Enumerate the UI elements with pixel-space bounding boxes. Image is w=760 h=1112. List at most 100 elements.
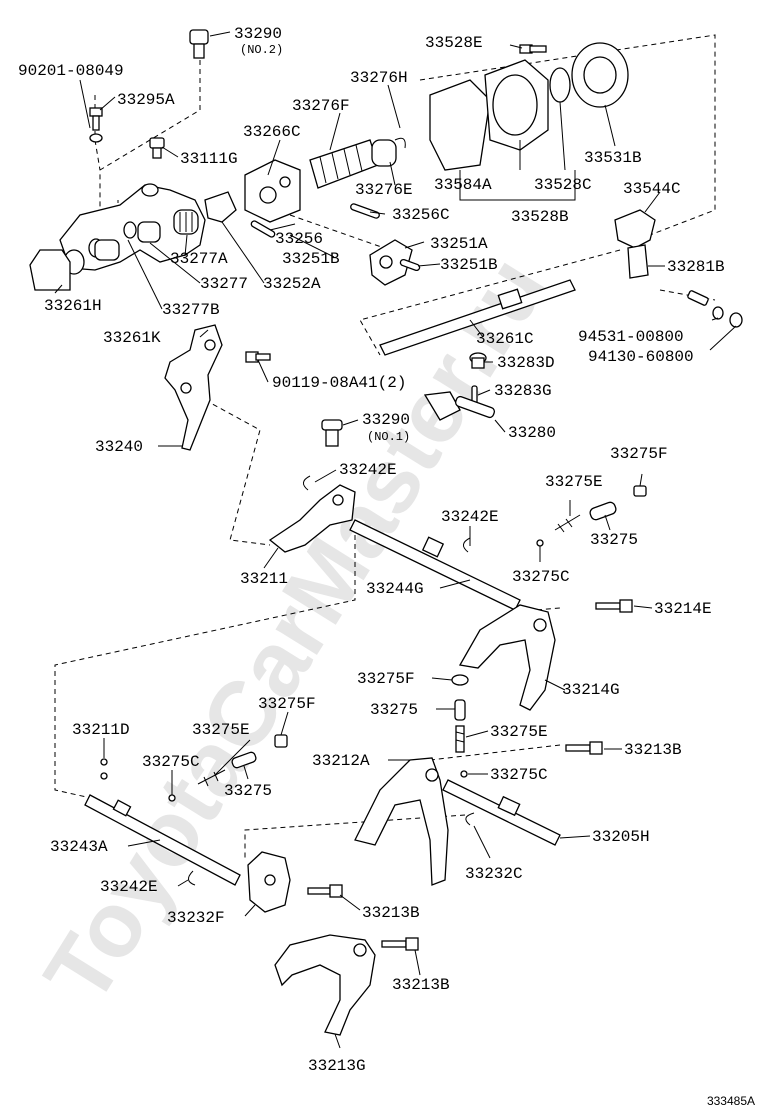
cap-33276e [371,139,397,167]
plunger-33275-3 [231,751,257,769]
selector-33544c [614,209,656,279]
clip-33242e-2 [463,537,471,553]
callout-33584a: 33584A [434,176,492,194]
pin-33251b [399,258,421,272]
callout-33213b-2: 33213B [362,904,420,922]
plug-33290-no1 [321,419,343,447]
ball-33275c-3 [168,794,176,802]
callout-33283g: 33283G [494,382,552,400]
callout-33283d: 33283D [497,354,555,372]
clip-33242e-3 [188,870,196,886]
fork-33214g [458,604,556,711]
plug-33290-no2 [189,29,209,59]
bushing-33277 [137,221,161,243]
callout-33275c-2: 33275C [142,753,200,771]
callout-33528c: 33528C [534,176,592,194]
housing-33584a [429,59,549,171]
callout-33295a: 33295A [117,91,175,109]
block-33266c [244,159,301,223]
callout-94531-00800: 94531-00800 [578,328,684,346]
shaft-33244g [349,519,521,611]
callout-33290-no2-sub: (NO.2) [240,43,283,57]
callout-33276e: 33276E [355,181,413,199]
callout-33211d: 33211D [72,721,130,739]
callout-33261h: 33261H [44,297,102,315]
callout-33240: 33240 [95,438,143,456]
bolt-33214e [595,599,633,613]
bolt-33213b-3 [381,937,419,951]
callout-33290-no2: 33290 [234,25,282,43]
callout-33275c-1: 33275C [512,568,570,586]
plug-33111g [149,137,165,159]
callout-33213g: 33213G [308,1057,366,1075]
callout-33242e-3: 33242E [100,878,158,896]
arm-33211 [268,484,356,553]
callout-33111g: 33111G [180,150,238,168]
shaft-33261c [379,279,576,356]
callout-33213b-1: 33213B [624,741,682,759]
callout-33290-no1-sub: (NO.1) [367,430,410,444]
callout-33251b-2: 33251B [440,256,498,274]
callout-33275f-2: 33275F [357,670,415,688]
shaft-33243a [84,794,241,886]
callout-33277b: 33277B [162,301,220,319]
callout-33261k: 33261K [103,329,161,347]
plunger-33275-2 [454,699,466,721]
ring-33276h [394,137,406,149]
seal-33531b [571,42,629,108]
callout-33251b-1: 33251B [282,250,340,268]
bolt-33295a [89,107,103,143]
callout-90119-08a41: 90119-08A41(2) [272,374,406,392]
spring-33275e-2 [455,725,465,753]
sleeve-33261k [94,239,120,261]
callout-33280: 33280 [508,424,556,442]
plunger-33275-1 [589,501,617,521]
callout-33252a: 33252A [263,275,321,293]
callout-33213b-3: 33213B [392,976,450,994]
fork-33212a [354,757,449,886]
callout-33528b: 33528B [511,208,569,226]
callout-33281b: 33281B [667,258,725,276]
callout-33275-1: 33275 [590,531,638,549]
callout-33205h: 33205H [592,828,650,846]
callout-33211: 33211 [240,570,288,588]
callout-33277a: 33277A [170,250,228,268]
callout-33256c: 33256C [392,206,450,224]
callout-33242e-1: 33242E [339,461,397,479]
callout-33266c: 33266C [243,123,301,141]
callout-labels: 33290 (NO.2) 90201-08049 33295A 33111G 3… [18,25,725,1075]
shaft-33205h [442,779,561,846]
pin-33256c [350,203,380,219]
lever-33240 [164,324,223,451]
callout-33276f: 33276F [292,97,350,115]
ball-33211d-a [100,758,108,766]
plug-33275f-1 [633,485,647,497]
plug-33275f-3 [274,734,288,748]
callout-33544c: 33544C [623,180,681,198]
callout-94130-60800: 94130-60800 [588,348,694,366]
callout-33251a: 33251A [430,235,488,253]
callout-33275-3: 33275 [224,782,272,800]
lever-33251a [369,239,413,286]
reference-code: 333485A [707,1094,755,1108]
clip-33232c [465,812,475,826]
ball-33275c-1 [536,539,544,547]
callout-33290-no1: 33290 [362,411,410,429]
callout-33232f: 33232F [167,909,225,927]
callout-33275e-3: 33275E [192,721,250,739]
callout-33214g: 33214G [562,681,620,699]
washer-94531 [712,306,724,320]
callout-33212a: 33212A [312,752,370,770]
bolt-90119 [245,351,271,363]
leader-lines [54,31,737,1049]
callout-33256: 33256 [275,230,323,248]
washer-94130 [729,312,743,328]
callout-33275e-2: 33275E [490,723,548,741]
callout-33275f-3: 33275F [258,695,316,713]
bolt-33213b-1 [565,741,603,755]
pin-33281b [687,290,709,306]
pin-33256 [250,220,276,238]
callout-33275f-1: 33275F [610,445,668,463]
